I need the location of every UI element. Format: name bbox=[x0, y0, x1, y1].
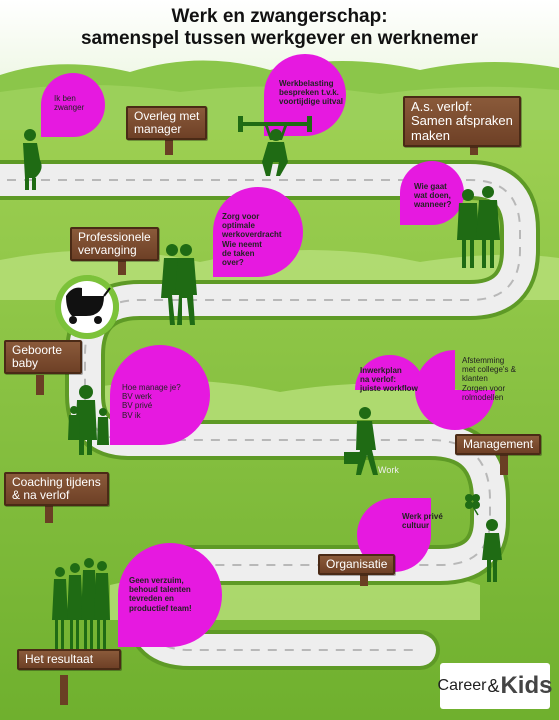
bubble-inwerkplan-line-3: juiste workflow bbox=[360, 384, 418, 394]
bubble-zwanger: Ik ben zwanger bbox=[54, 94, 84, 112]
bubble-werkbelasting-line-1: Werkbelasting bbox=[279, 79, 334, 88]
bubble-overdracht-line-3: werkoverdracht bbox=[222, 230, 282, 240]
bubble-wiegaat-line-3: wanneer? bbox=[414, 200, 452, 210]
bubble-inwerkplan-line-1: Inwerkplan bbox=[360, 366, 402, 375]
businessman-figure bbox=[344, 407, 378, 475]
figures bbox=[23, 116, 502, 650]
logo-kids: Kids bbox=[500, 672, 553, 699]
bubble-manage-line-1: Hoe manage je? bbox=[122, 383, 181, 392]
bubble-cultuur-line-2: cultuur bbox=[402, 521, 430, 531]
bubble-cultuur-line-1: Werk privé bbox=[402, 512, 443, 521]
bubble-inwerkplan-shape bbox=[355, 355, 425, 390]
sign-vervanging-line-2: vervanging bbox=[78, 243, 137, 258]
career-and-kids-logo: Career & Kids bbox=[437, 663, 553, 709]
bubble-zwanger-shape bbox=[41, 73, 105, 137]
bubble-overdracht-line-2: optimale bbox=[222, 221, 255, 231]
sign-verlof-line-3: maken bbox=[411, 127, 451, 143]
sign-verlof-line-2: Samen afspraken bbox=[411, 113, 513, 129]
sign-coaching: Coaching tijdens & na verlof bbox=[4, 472, 109, 507]
bubble-wiegaat-line-1: Wie gaat bbox=[414, 182, 447, 191]
bubble-manage-shape bbox=[110, 345, 210, 445]
bubble-afstemming-line-1: Afstemming bbox=[462, 356, 505, 365]
bubble-inwerkplan-line-2: na verlof: bbox=[360, 375, 397, 385]
bubble-wiegaat: Wie gaat wat doen, wanneer? bbox=[414, 182, 451, 210]
pregnant-woman-figure bbox=[23, 129, 42, 190]
bubble-afstemming-line-3: klanten bbox=[462, 374, 488, 384]
sign-verlof: A.s. verlof: Samen afspraken maken bbox=[403, 96, 521, 147]
sign-coaching-line-1: Coaching tijdens bbox=[12, 475, 101, 489]
logo-amp: & bbox=[487, 675, 500, 696]
sign-resultaat: Het resultaat bbox=[17, 649, 121, 671]
bubble-zwanger-line-1: Ik ben bbox=[54, 94, 76, 103]
baby-carriage-icon bbox=[55, 275, 119, 355]
walker-label: Work bbox=[378, 465, 399, 475]
weightlifter-figure bbox=[238, 116, 312, 176]
bubble-afstemming: Afstemming met college's & klanten Zorge… bbox=[462, 356, 516, 402]
bubble-overdracht: Zorg voor optimale werkoverdracht Wie ne… bbox=[222, 212, 282, 267]
bubble-cultuur-shape bbox=[357, 498, 431, 572]
sign-management: Management bbox=[455, 434, 542, 456]
bubble-werkbelasting-line-3: voortijdige uitval bbox=[279, 97, 344, 107]
bubble-verzuim-line-3: tevreden en bbox=[129, 594, 174, 604]
sign-organisatie: Organisatie bbox=[318, 554, 396, 576]
bubble-overdracht-shape bbox=[213, 187, 303, 277]
sign-vervanging-line-1: Professionele bbox=[78, 230, 151, 244]
bubble-manage-line-3: BV privé bbox=[122, 401, 153, 411]
bubble-overdracht-line-6: over? bbox=[222, 257, 244, 267]
bubble-manage-line-4: BV ik bbox=[122, 410, 141, 420]
bubble-werkbelasting-shape bbox=[264, 54, 346, 136]
title-line-2: samenspel tussen werkgever en werknemer bbox=[80, 28, 479, 49]
sign-management-label: Management bbox=[463, 437, 534, 451]
sign-verlof-line-1: A.s. verlof: bbox=[411, 99, 473, 114]
sign-organisatie-label: Organisatie bbox=[326, 557, 388, 571]
title-line-1: Werk en zwangerschap: bbox=[171, 6, 388, 27]
page-title: Werk en zwangerschap: samenspel tussen w… bbox=[0, 6, 559, 50]
bubble-manage-line-2: BV werk bbox=[122, 392, 152, 402]
bubble-overdracht-line-1: Zorg voor bbox=[222, 212, 260, 221]
bubble-cultuur: Werk privé cultuur bbox=[402, 512, 443, 530]
bubble-inwerkplan: Inwerkplan na verlof: juiste workflow bbox=[360, 366, 418, 394]
logo-career: Career bbox=[437, 677, 487, 694]
two-women-figure bbox=[161, 244, 197, 325]
sign-overleg-line-2: manager bbox=[134, 122, 182, 137]
bubble-wiegaat-line-2: wat doen, bbox=[414, 191, 451, 201]
bubble-werkbelasting: Werkbelasting bespreken t.v.k. voortijdi… bbox=[279, 79, 343, 107]
bubble-zwanger-line-2: zwanger bbox=[54, 103, 85, 113]
bubble-werkbelasting-line-2: bespreken t.v.k. bbox=[279, 88, 339, 98]
bubble-afstemming-shape bbox=[415, 350, 495, 430]
businesswoman-figure bbox=[482, 519, 502, 582]
bubble-verzuim-line-1: Geen verzuim, bbox=[129, 576, 184, 585]
clover-icon bbox=[465, 494, 480, 516]
sign-geboorte-line-1: Geboorte bbox=[12, 343, 63, 357]
bubble-overdracht-line-4: Wie neemt bbox=[222, 239, 262, 249]
bubble-verzuim-line-4: productief team! bbox=[129, 603, 192, 613]
team-figure bbox=[52, 558, 110, 650]
sign-vervanging: Professionele vervanging bbox=[70, 227, 159, 262]
bubble-manage: Hoe manage je? BV werk BV privé BV ik bbox=[122, 383, 181, 420]
bubble-afstemming-line-2: met college's & bbox=[462, 365, 516, 375]
sign-overleg: Overleg met manager bbox=[126, 106, 208, 141]
family-figure bbox=[68, 385, 109, 455]
sign-geboorte: Geboorte baby bbox=[4, 340, 82, 375]
sign-overleg-line-1: Overleg met bbox=[134, 109, 200, 123]
bubble-verzuim-line-2: behoud talenten bbox=[129, 585, 191, 595]
bubble-afstemming-line-5: rolmodellen bbox=[462, 392, 504, 402]
speech-bubbles bbox=[41, 54, 495, 647]
sign-coaching-line-2: & na verlof bbox=[12, 488, 70, 503]
bubble-verzuim-shape bbox=[118, 543, 222, 647]
couple-figure bbox=[457, 186, 500, 268]
sign-resultaat-label: Het resultaat bbox=[25, 652, 94, 666]
sign-geboorte-line-2: baby bbox=[12, 356, 39, 371]
bubble-overdracht-line-5: de taken bbox=[222, 248, 255, 258]
bubble-afstemming-line-4: Zorgen voor bbox=[462, 383, 506, 393]
bubble-wiegaat-shape bbox=[400, 161, 464, 225]
bubble-verzuim: Geen verzuim, behoud talenten tevreden e… bbox=[129, 576, 192, 613]
